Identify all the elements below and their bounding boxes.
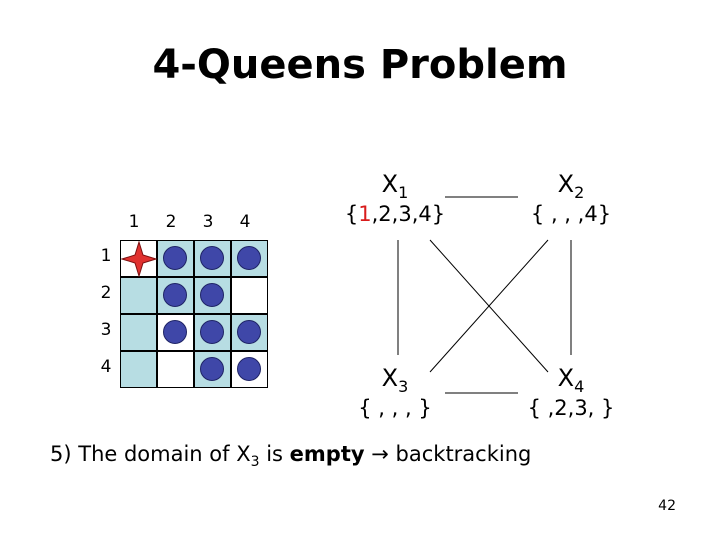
caption: 5) The domain of X3 is empty → backtrack…: [50, 442, 532, 471]
board-cell: [120, 351, 157, 388]
col-label-2: 2: [165, 212, 177, 232]
board-cell: [157, 351, 194, 388]
variable-x3-domain: { , , , }: [358, 396, 432, 420]
domain-dot: [237, 320, 261, 344]
variable-x4-domain: { ,2,3, }: [527, 396, 615, 420]
board-cell: [120, 314, 157, 351]
row-label-3: 3: [100, 320, 112, 340]
variable-x1-label: X1: [381, 170, 409, 202]
row-label-1: 1: [100, 246, 112, 266]
col-label-4: 4: [239, 212, 251, 232]
col-label-3: 3: [202, 212, 214, 232]
variable-x1-domain: {1,2,3,4}: [344, 202, 446, 226]
domain-dot: [200, 283, 224, 307]
right-arrow-icon: →: [371, 442, 389, 466]
board-cell: [120, 277, 157, 314]
domain-dot: [200, 357, 224, 381]
variable-x2-label: X2: [557, 170, 585, 202]
variable-x3-label: X3: [381, 364, 409, 396]
queen-star-icon: [121, 241, 157, 277]
domain-dot: [237, 357, 261, 381]
domain-dot: [237, 246, 261, 270]
variable-x4-label: X4: [557, 364, 585, 396]
board-cell: [231, 277, 268, 314]
page-number: 42: [658, 498, 676, 514]
variable-x2-domain: { , , ,4}: [530, 202, 612, 226]
domain-dot: [163, 246, 187, 270]
col-label-1: 1: [128, 212, 140, 232]
caption-number: 5): [50, 442, 72, 466]
slide-title: 4-Queens Problem: [152, 42, 568, 88]
row-label-2: 2: [100, 283, 112, 303]
domain-dot: [163, 320, 187, 344]
row-label-4: 4: [100, 357, 112, 377]
domain-dot: [200, 246, 224, 270]
domain-dot: [163, 283, 187, 307]
domain-dot: [200, 320, 224, 344]
edge-x2-x3: [429, 239, 549, 373]
